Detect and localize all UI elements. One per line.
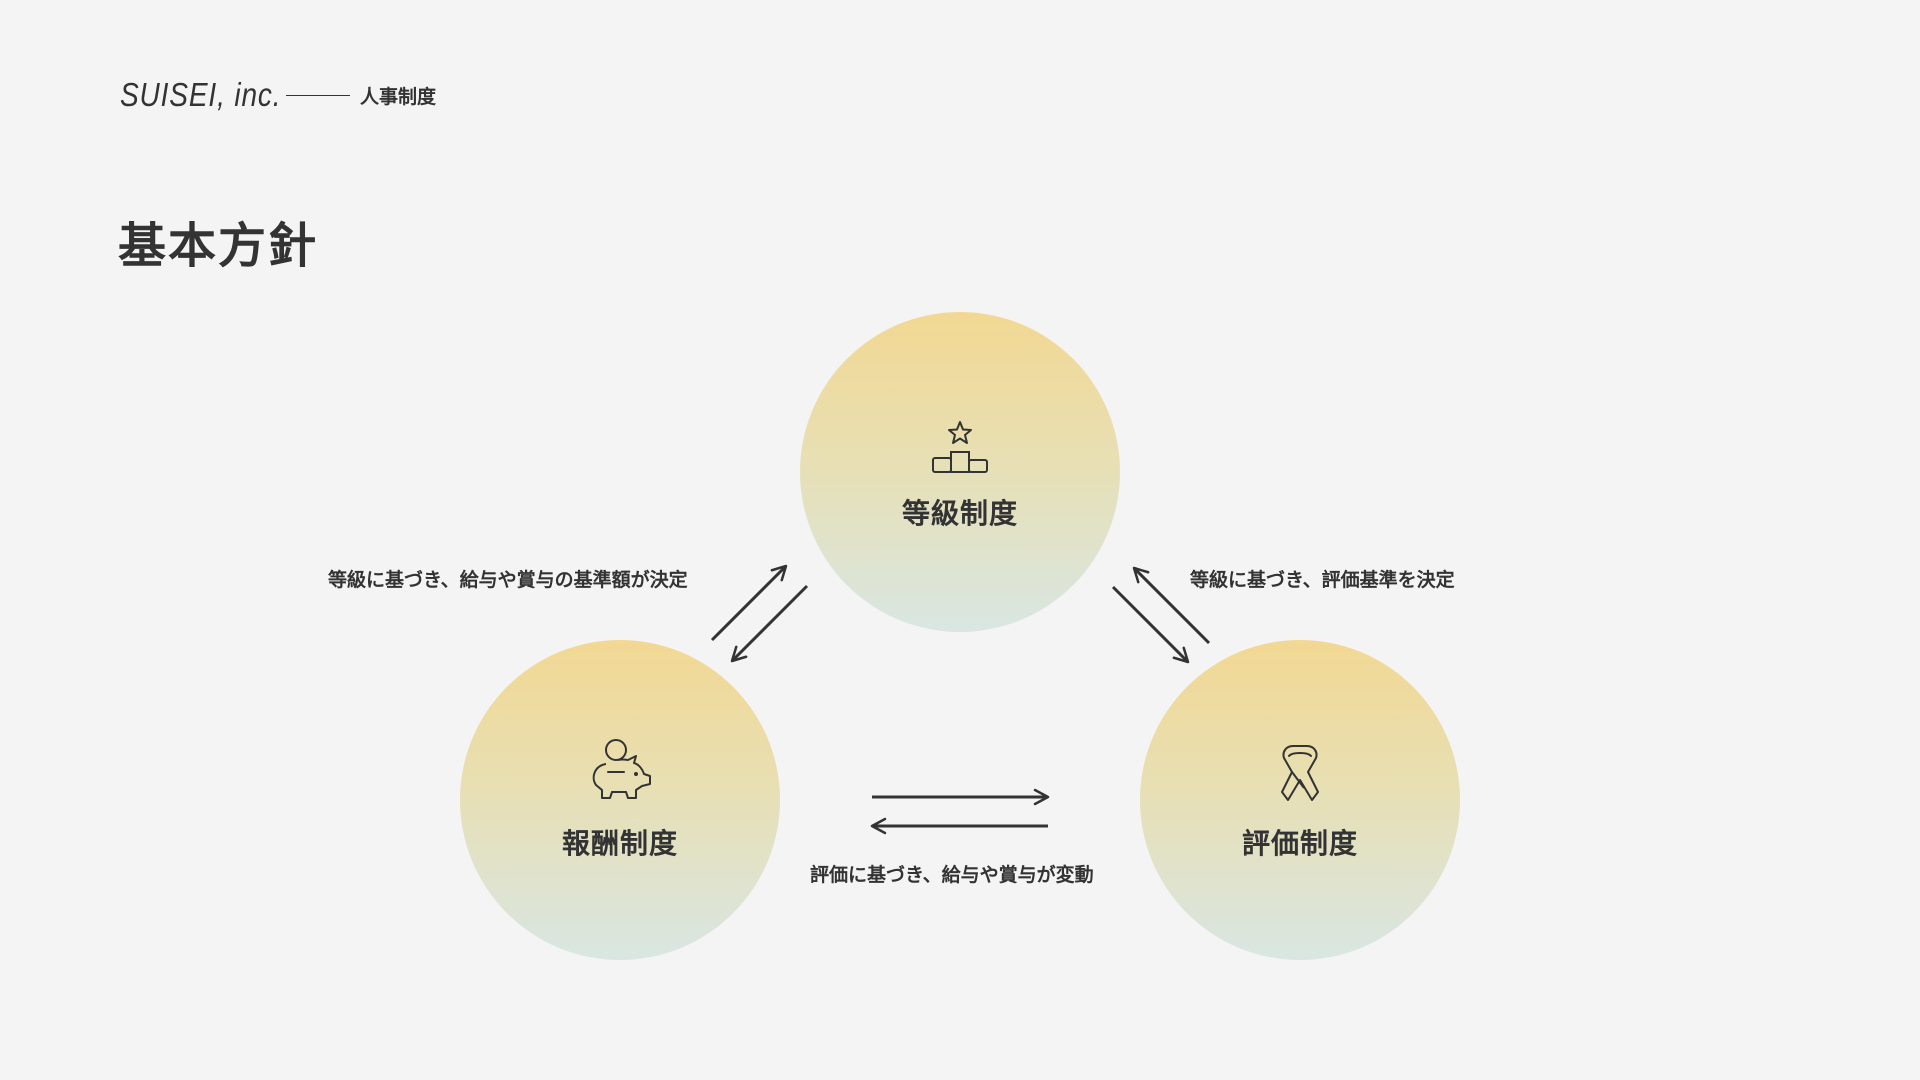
ribbon-icon <box>1281 745 1319 801</box>
node-grade-label: 等級制度 <box>901 497 1018 530</box>
arrow-compensation-to-grade <box>710 564 788 642</box>
page-title: 基本方針 <box>118 218 319 274</box>
relation-grade-to-compensation-text: 等級に基づき、給与や賞与の基準額が決定 <box>328 569 688 591</box>
piggy-bank-icon <box>592 739 651 799</box>
arrow-evaluation-to-grade <box>1132 566 1211 645</box>
relation-grade-to-evaluation-text: 等級に基づき、評価基準を決定 <box>1190 569 1455 591</box>
node-compensation-label: 報酬制度 <box>561 827 678 860</box>
node-compensation-system: 報酬制度 <box>460 640 780 960</box>
node-grade-system: 等級制度 <box>800 312 1120 632</box>
header-divider <box>286 94 350 96</box>
arrow-grade-to-compensation <box>730 584 809 663</box>
node-evaluation-system: 評価制度 <box>1140 640 1460 960</box>
podium-star-icon <box>932 421 988 473</box>
relation-evaluation-to-compensation-text: 評価に基づき、給与や賞与が変動 <box>810 864 1094 886</box>
node-evaluation-label: 評価制度 <box>1241 827 1358 860</box>
arrow-grade-to-evaluation <box>1111 585 1190 664</box>
header: SUISEI, inc. 人事制度 <box>120 76 436 114</box>
header-section-label: 人事制度 <box>360 85 437 108</box>
